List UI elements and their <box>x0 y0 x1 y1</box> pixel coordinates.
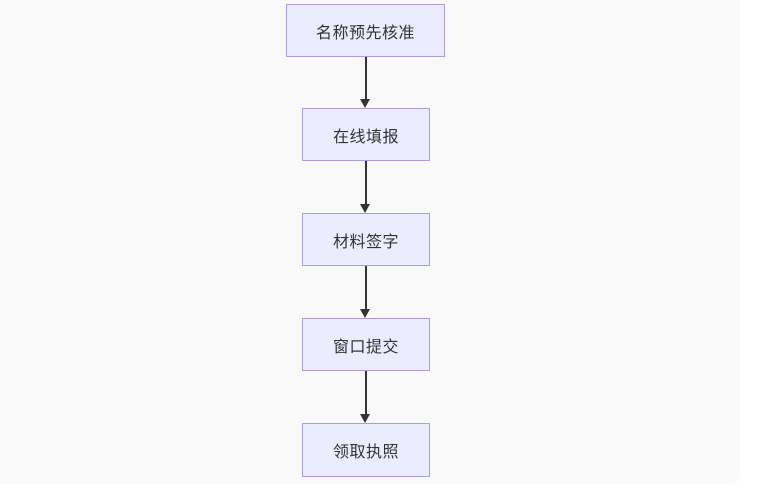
arrowhead-icon <box>360 414 370 423</box>
arrow-line <box>364 371 367 416</box>
arrow-line <box>364 161 367 206</box>
flow-node-step-5: 领取执照 <box>302 423 430 477</box>
flow-node-label: 领取执照 <box>332 444 399 461</box>
arrow-line <box>364 266 367 311</box>
flow-node-label: 名称预先核准 <box>315 24 415 42</box>
flow-node-label: 在线填报 <box>332 128 399 146</box>
arrowhead-icon <box>360 309 370 318</box>
arrowhead-icon <box>360 204 370 213</box>
flow-node-label: 窗口提交 <box>332 338 399 356</box>
flow-node-step-1: 名称预先核准 <box>286 4 445 57</box>
flow-arrow-1 <box>360 57 371 108</box>
flow-node-label: 材料签字 <box>332 233 399 251</box>
flow-node-step-3: 材料签字 <box>302 213 430 266</box>
flow-arrow-3 <box>360 266 371 318</box>
arrowhead-icon <box>360 99 370 108</box>
diagram-panel: 名称预先核准 在线填报 材料签字 窗口提交 领取执照 <box>286 4 445 477</box>
flow-node-step-4: 窗口提交 <box>302 318 430 371</box>
arrow-line <box>364 57 367 101</box>
flow-arrow-2 <box>360 161 371 213</box>
flow-arrow-4 <box>360 371 371 423</box>
flow-node-step-2: 在线填报 <box>302 108 430 161</box>
